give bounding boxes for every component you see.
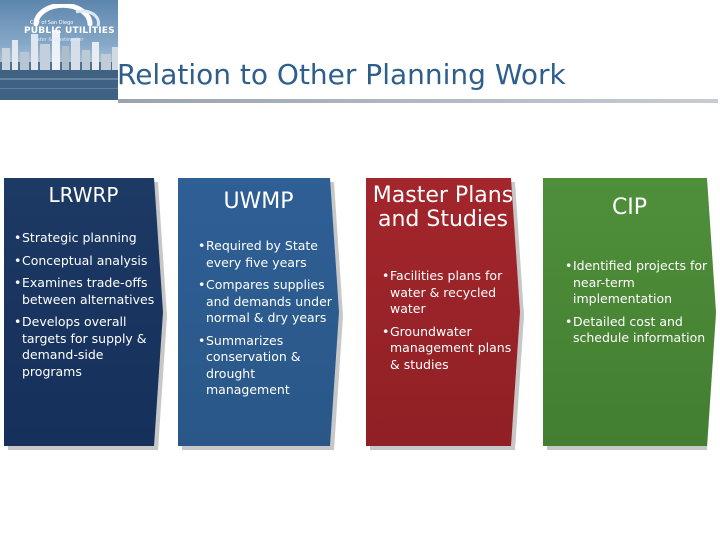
logo-small-text: City of San Diego [30,20,74,26]
bullet-item: •Facilities plans for water & recycled w… [382,268,503,317]
card-title: LRWRP [48,183,119,207]
bullet-item: •Examines trade-offs between alternative… [14,275,155,307]
logo: City of San Diego PUBLIC UTILITIES Water… [6,4,115,46]
bullet-text: Required by State every five years [206,238,318,270]
header-divider [118,99,718,103]
bullet-list: •Facilities plans for water & recycled w… [374,268,520,373]
bullet-item: •Summarizes conservation & drought manag… [198,332,301,398]
bullet-item: •Strategic planning [14,230,137,245]
slide-header: City of San Diego PUBLIC UTILITIES Water… [0,0,720,104]
slide-title: Relation to Other Planning Work [117,58,566,91]
bullet-list: •Required by State every five years •Com… [190,238,339,399]
master-plans-card: Master Plans and Studies •Facilities pla… [366,178,520,446]
logo-swirl-icon [33,4,100,27]
bullet-item: •Required by State every five years [198,238,318,270]
bullet-item: •Compares supplies and demands under nor… [198,277,332,326]
uwmp-card: UWMP •Required by State every five years… [178,178,339,446]
bullet-text: Conceptual analysis [22,252,148,268]
logo-main-text: PUBLIC UTILITIES [24,26,115,36]
bullet-text: Identified projects for near-term implem… [573,258,708,307]
bullet-text: Develops overall targets for supply & de… [22,314,147,379]
lrwrp-card: LRWRP •Strategic planning •Conceptual an… [4,178,163,446]
bullet-text: Facilities plans for water & recycled wa… [390,268,503,317]
card-title: UWMP [223,189,294,214]
bullet-list: •Identified projects for near-term imple… [557,258,716,347]
bullet-item: •Groundwater management plans & studies [382,323,512,372]
bullet-text: Groundwater management plans & studies [390,323,512,372]
bullet-text: Strategic planning [22,230,137,245]
bullet-text: Compares supplies and demands under norm… [206,277,332,326]
city-skyline-image: City of San Diego PUBLIC UTILITIES Water… [0,0,118,100]
card-title: Master Plans and Studies [372,183,514,233]
logo-sub-text: Water & Wastewater [32,37,84,43]
bullet-item: •Detailed cost and schedule information [565,313,706,346]
bullet-item: •Conceptual analysis [14,252,148,268]
bullet-text: Detailed cost and schedule information [573,313,706,346]
bullet-text: Examines trade-offs between alternatives [22,275,155,307]
cip-card: CIP •Identified projects for near-term i… [543,178,716,446]
bullet-item: •Develops overall targets for supply & d… [14,314,147,379]
bullet-item: •Identified projects for near-term imple… [565,258,708,307]
bullet-text: Summarizes conservation & drought manage… [206,332,301,398]
bullet-list: •Strategic planning •Conceptual analysis… [6,230,163,380]
card-title: CIP [611,195,648,220]
